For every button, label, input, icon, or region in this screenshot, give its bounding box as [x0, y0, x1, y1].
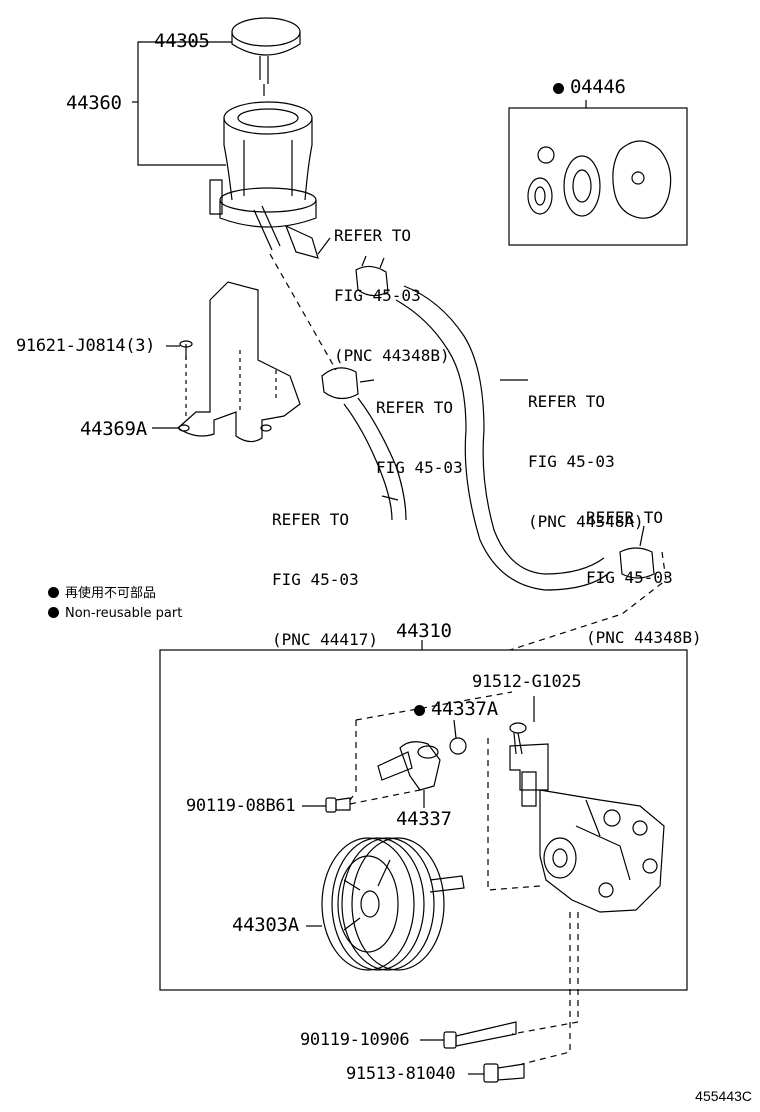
dashed-pump-region — [349, 691, 541, 891]
label-90119-10906[interactable]: 90119-10906 — [300, 1030, 410, 1050]
refer-line2: FIG 45-03 — [376, 458, 463, 477]
bracket-drawing — [177, 281, 301, 443]
refer-line3: (PNC 44348B) — [586, 628, 702, 647]
label-44337a-text: 44337A — [431, 698, 498, 720]
refer-callout-44348b-upper[interactable]: REFER TO FIG 45-03 (PNC 44348B) — [334, 186, 450, 386]
leader-lines-reservoir — [132, 41, 232, 166]
legend-japanese: 再使用不可部品 — [48, 586, 156, 602]
return-hose-drawing — [343, 397, 407, 521]
refer-line2: FIG 45-03 — [334, 286, 421, 305]
label-91513-81040[interactable]: 91513-81040 — [346, 1064, 456, 1084]
reservoir-cap-drawing — [231, 17, 301, 96]
legend-english: Non-reusable part — [48, 606, 182, 622]
dashed-lead-bolt — [349, 789, 421, 805]
pump-body-drawing — [509, 743, 665, 913]
label-44305[interactable]: 44305 — [154, 30, 210, 52]
dashed-lead-reservoir — [269, 253, 337, 371]
gasket-kit-drawing — [527, 140, 672, 219]
label-44369a[interactable]: 44369A — [80, 418, 147, 440]
non-reusable-dot-icon — [414, 705, 425, 716]
dashed-lead-lower-bolts — [511, 912, 579, 1065]
label-91621-j0814[interactable]: 91621-J0814(3) — [16, 336, 156, 356]
refer-line3: (PNC 44348B) — [334, 346, 450, 365]
refer-callout-44417[interactable]: REFER TO FIG 45-03 (PNC 44417) — [272, 470, 378, 670]
label-04446[interactable]: 04446 — [553, 76, 626, 98]
label-44303a[interactable]: 44303A — [232, 914, 299, 936]
refer-callout-44348a[interactable]: REFER TO FIG 45-03 (PNC 44348A) — [528, 352, 644, 552]
clamp-lower-drawing — [619, 547, 655, 579]
refer-line1: REFER TO — [272, 510, 350, 529]
label-90119-08b61[interactable]: 90119-08B61 — [186, 796, 296, 816]
clamp-upper-drawing — [355, 255, 389, 297]
leader-ref-middle — [359, 379, 375, 383]
refer-callout-middle[interactable]: REFER TO FIG 45-03 — [376, 358, 463, 498]
refer-line1: REFER TO — [376, 398, 454, 417]
pressure-hose-drawing — [395, 285, 611, 591]
refer-callout-44348b-lower[interactable]: REFER TO FIG 45-03 (PNC 44348B) — [586, 468, 702, 668]
refer-line1: REFER TO — [334, 226, 412, 245]
bolt-91513-drawing — [483, 1063, 525, 1083]
leader-ref-44417 — [381, 495, 399, 501]
bolt-91512-drawing — [509, 722, 527, 755]
leader-ref-44348b-upper — [317, 237, 331, 255]
leader-44337a — [453, 719, 457, 739]
refer-line2: FIG 45-03 — [528, 452, 615, 471]
label-44337a[interactable]: 44337A — [414, 698, 498, 720]
refer-line3: (PNC 44348A) — [528, 512, 644, 531]
dashed-lead-clamp — [509, 551, 667, 651]
non-reusable-dot-icon — [48, 607, 59, 618]
label-44337[interactable]: 44337 — [396, 808, 452, 830]
label-91512-g1025[interactable]: 91512-G1025 — [472, 672, 582, 692]
leader-ref-44348b-lower — [639, 525, 645, 547]
bolt-small-drawing — [325, 797, 351, 813]
non-reusable-dot-icon — [553, 83, 564, 94]
reservoir-drawing — [209, 101, 319, 259]
legend-japanese-text: 再使用不可部品 — [65, 586, 157, 601]
refer-line2: FIG 45-03 — [586, 568, 673, 587]
label-44360[interactable]: 44360 — [66, 92, 122, 114]
refer-line3: (PNC 44417) — [272, 630, 378, 649]
diagram-id: 455443C — [695, 1088, 752, 1104]
refer-line1: REFER TO — [528, 392, 606, 411]
non-reusable-dot-icon — [48, 587, 59, 598]
clamp-middle-drawing — [321, 367, 359, 400]
o-ring-drawing — [449, 737, 467, 755]
gasket-kit-box — [508, 107, 688, 246]
refer-line2: FIG 45-03 — [272, 570, 359, 589]
legend-english-text: Non-reusable part — [65, 606, 183, 621]
label-04446-text: 04446 — [570, 76, 626, 98]
union-fitting-drawing — [377, 741, 441, 791]
bolt-90119-10906-drawing — [443, 1021, 517, 1049]
pump-assembly-box — [159, 649, 688, 991]
pulley-drawing — [321, 837, 465, 971]
label-44310[interactable]: 44310 — [396, 620, 452, 642]
refer-line1: REFER TO — [586, 508, 664, 527]
